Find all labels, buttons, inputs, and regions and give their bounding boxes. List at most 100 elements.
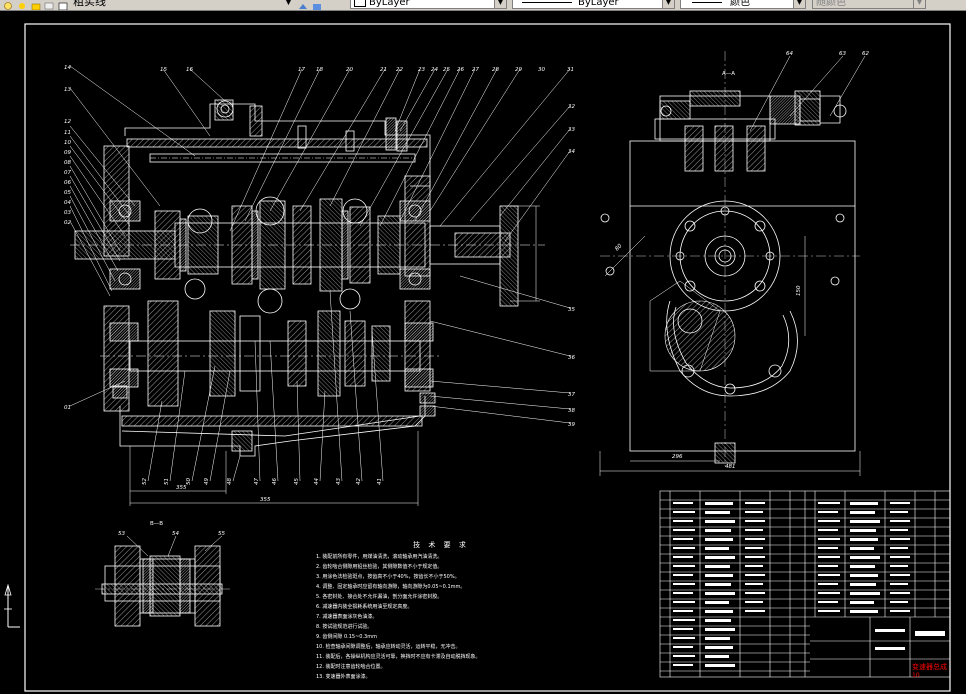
make-object-layer-icon[interactable]	[298, 0, 308, 9]
aa-dim-width: 481	[725, 464, 736, 470]
layer-name[interactable]: 粗实线	[73, 0, 106, 8]
aa-dim-diag: 80	[614, 243, 624, 253]
label-23: 23	[418, 67, 425, 73]
label-54: 54	[172, 531, 179, 537]
label-55: 55	[218, 531, 225, 537]
label-10: 10	[64, 140, 71, 146]
label-37: 37	[568, 392, 575, 398]
linetype-swatch-icon	[354, 0, 366, 7]
lock-icon[interactable]	[31, 0, 41, 10]
aa-dim-height: 150	[796, 285, 802, 296]
label-47: 47	[254, 478, 260, 485]
title-stamp-sub: 10	[912, 672, 920, 679]
label-24: 24	[431, 67, 438, 73]
note-line-9: 9. 齿侧间隙 0.15~0.3mm	[316, 634, 377, 640]
label-02: 02	[64, 220, 71, 226]
drawing-canvas[interactable]: 15 16 17 18 20 21 22 23 24 25 26 27 28 2…	[0, 11, 966, 694]
label-21: 21	[380, 67, 387, 73]
part-number-labels: 15 16 17 18 20 21 22 23 24 25 26 27 28 2…	[64, 51, 869, 537]
ucs-axis-icon	[4, 583, 20, 628]
label-11: 11	[64, 130, 71, 136]
note-line-1: 1. 装配前所有零件，用煤油清洗，滚动轴承用汽油清洗。	[316, 554, 443, 560]
label-44: 44	[314, 478, 320, 485]
lineweight-combo[interactable]: ByLayer ▼	[512, 0, 675, 9]
cad-drawing: 15 16 17 18 20 21 22 23 24 25 26 27 28 2…	[24, 23, 951, 692]
section-aa-view	[599, 51, 866, 476]
parts-list-cell-text	[673, 502, 945, 667]
chevron-down-icon[interactable]: ▼	[913, 0, 925, 8]
lineweight-line-icon	[522, 1, 572, 3]
color-value: 颜色	[730, 0, 750, 8]
label-34: 34	[568, 149, 575, 155]
label-07: 07	[64, 170, 71, 176]
label-42: 42	[356, 478, 362, 485]
label-16: 16	[186, 67, 193, 73]
label-20: 20	[346, 67, 353, 73]
chevron-down-icon[interactable]: ▼	[494, 0, 506, 8]
label-64: 64	[786, 51, 793, 57]
sun-icon[interactable]	[17, 0, 27, 9]
notes-title: 技 术 要 求	[413, 541, 469, 549]
lightbulb-icon[interactable]	[3, 0, 13, 10]
label-08: 08	[64, 160, 71, 166]
layer-previous-icon[interactable]	[312, 0, 322, 10]
label-14: 14	[64, 65, 71, 71]
printer-icon[interactable]	[44, 0, 54, 10]
label-22: 22	[396, 67, 403, 73]
label-05: 05	[64, 190, 71, 196]
label-35: 35	[568, 307, 575, 313]
main-dim-overall: 355	[260, 497, 271, 503]
note-line-3: 3. 用涂色法检验斑点，按齿高不小于40%，按齿长不小于50%。	[316, 574, 460, 580]
note-line-5: 5. 各密封处、接合处不允许漏油，剖分面允许涂密封胶。	[316, 594, 443, 600]
label-04: 04	[64, 200, 71, 206]
label-33: 33	[568, 127, 575, 133]
note-line-10: 10. 检查轴承间隙调整后，轴承应转动灵活，运转平稳，无冲击。	[316, 644, 461, 650]
label-63: 63	[839, 51, 846, 57]
note-line-12: 12. 装配时注意齿轮啮合位置。	[316, 664, 386, 670]
label-46: 46	[272, 478, 278, 485]
label-48: 48	[227, 478, 233, 485]
note-line-11: 11. 装配后，各操纵机构应灵活可靠，换挡时不应有卡滞及自动脱挡现象。	[316, 654, 481, 660]
label-12: 12	[64, 119, 71, 125]
label-28: 28	[492, 67, 499, 73]
plot-style-combo[interactable]: 随颜色 ▼	[812, 0, 926, 9]
label-52: 52	[142, 478, 148, 485]
note-line-13: 13. 变速器外表面涂漆。	[316, 674, 371, 680]
chevron-down-icon[interactable]: ▼	[793, 0, 805, 8]
layer-color-swatch-icon[interactable]	[58, 0, 68, 10]
technical-requirements: 技 术 要 求 1. 装配前所有零件，用煤油清洗，滚动轴承用汽油清洗。 2. 齿…	[316, 540, 586, 682]
drawing-frame	[24, 23, 951, 692]
layer-dropdown-arrow-icon[interactable]: ▼	[285, 0, 292, 7]
label-06: 06	[64, 180, 71, 186]
label-17: 17	[298, 67, 305, 73]
parts-list-table	[659, 490, 951, 678]
note-line-4: 4. 调整、固定轴承时应留有轴向游隙，轴向游隙为0.05~0.1mm。	[316, 584, 466, 590]
label-62: 62	[862, 51, 869, 57]
note-line-8: 8. 按试验规范进行试验。	[316, 624, 373, 630]
color-combo[interactable]: 颜色 ▼	[680, 0, 806, 9]
section-aa-title: A—A	[722, 71, 735, 77]
linetype-value: ByLayer	[369, 0, 410, 8]
note-line-2: 2. 齿轮啮合侧隙用铅丝检验，其侧隙数值不小于规定值。	[316, 564, 443, 570]
label-51: 51	[164, 478, 170, 485]
label-45: 45	[294, 478, 300, 485]
label-26: 26	[457, 67, 464, 73]
linetype-combo[interactable]: ByLayer ▼	[350, 0, 507, 9]
label-18: 18	[316, 67, 323, 73]
main-section-view	[70, 99, 545, 506]
label-01: 01	[64, 405, 71, 411]
title-stamp-text: 变速器总成	[912, 662, 947, 671]
properties-toolbar: 粗实线 ▼ ByLayer ▼ ByLayer ▼ 颜色 ▼ 随颜色 ▼	[0, 0, 966, 11]
plot-style-value: 随颜色	[816, 0, 846, 8]
section-bb-view	[95, 535, 230, 627]
label-32: 32	[568, 104, 575, 110]
aa-dim-half: 296	[672, 454, 683, 460]
lineweight-value: ByLayer	[578, 0, 619, 8]
color-line-icon	[692, 1, 722, 3]
label-13: 13	[64, 87, 71, 93]
label-36: 36	[568, 355, 575, 361]
note-line-7: 7. 减速器表面涂灰色油漆。	[316, 614, 378, 620]
label-50: 50	[186, 478, 192, 485]
chevron-down-icon[interactable]: ▼	[662, 0, 674, 8]
label-30: 30	[538, 67, 545, 73]
